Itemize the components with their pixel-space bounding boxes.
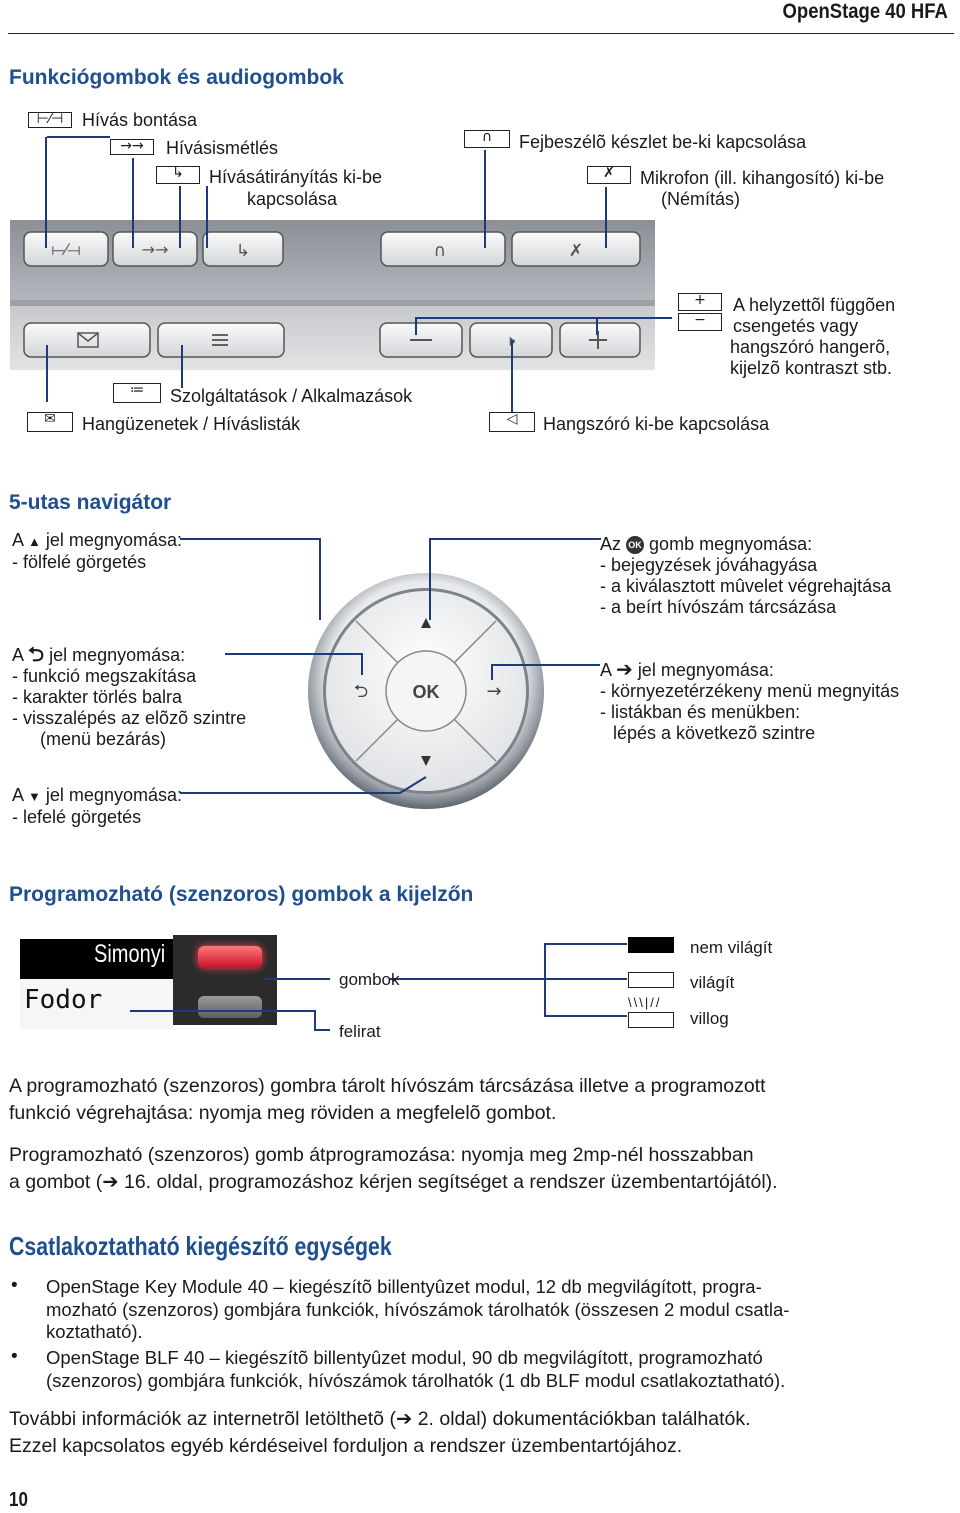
label-plusminus-3: hangszóró hangerõ, — [730, 337, 891, 357]
headset-key[interactable] — [380, 231, 506, 267]
envelope-icon: ✉ — [27, 411, 73, 432]
footer-line-2: Ezzel kapcsolatos egyéb kérdéseivel ford… — [9, 1435, 683, 1457]
nav-back-arrow: ⮌ — [354, 681, 368, 702]
section-heading-softkeys: Programozható (szenzoros) gombok a kijel… — [9, 883, 474, 906]
forward-icon: ↳ — [156, 165, 200, 184]
state-on-label: világít — [690, 973, 735, 992]
label-plusminus-4: kijelzõ kontraszt stb. — [730, 358, 893, 378]
state-off-label: nem világít — [690, 938, 773, 957]
label-forward-1: Hívásátirányítás ki-be — [209, 167, 383, 187]
forward-icon: ↳ — [236, 241, 250, 261]
mute-icon: ✗ — [587, 165, 631, 184]
nav-ok-text: Az OK gomb megnyomása: - bejegyzések jóv… — [600, 534, 892, 617]
label-redial: Hívásismétlés — [166, 138, 279, 158]
nav-back-text: A ⮌ jel megnyomása: - funkció megszakítá… — [12, 644, 247, 750]
section-heading-accessories: Csatlakoztatható kiegészítő egységek — [9, 1231, 392, 1261]
services-icon: ≔ — [113, 382, 161, 403]
led-off-icon — [628, 937, 674, 953]
display-name-1: Simonyi — [94, 940, 166, 968]
right-arrow-icon: ➔ — [616, 659, 633, 681]
ok-icon: OK — [626, 536, 645, 555]
label-mute-2: (Némítás) — [661, 189, 741, 209]
navigator-graphic: OK ⮌ → — [180, 538, 601, 809]
label-forward-2: kapcsolása — [247, 189, 338, 209]
page-header-title: OpenStage 40 HFA — [782, 0, 948, 23]
led-blink-rays-icon: \\\|// — [628, 995, 662, 1010]
redial-icon: →→ — [142, 240, 169, 259]
softkey-unlit[interactable] — [198, 996, 262, 1018]
redial-icon: →→ — [110, 138, 154, 155]
ok-key-label: OK — [413, 682, 440, 702]
nav-right-text: A ➔ jel megnyomása: - környezetérzékeny … — [600, 659, 900, 744]
nav-right-arrow: → — [486, 681, 501, 702]
softkey-para2-line1: Programozható (szenzoros) gomb átprogram… — [9, 1144, 754, 1166]
label-gombok: gombok — [339, 970, 400, 989]
display-top-row — [20, 939, 173, 979]
plus-icon: + — [678, 292, 722, 311]
call-end-icon: ⟝⁄⟞ — [51, 240, 80, 259]
state-blink-label: villog — [690, 1009, 729, 1028]
bullet-1-text: OpenStage Key Module 40 – kiegészítõ bil… — [46, 1276, 790, 1342]
services-list-icon — [212, 334, 228, 346]
mute-icon: ✗ — [569, 241, 583, 261]
mute-key[interactable] — [511, 231, 641, 267]
page-number: 10 — [9, 1489, 28, 1511]
softkey-leaders — [130, 943, 627, 1031]
display-bottom-row — [20, 979, 173, 1029]
softkey-para1-line1: A programozható (szenzoros) gombra tárol… — [9, 1075, 766, 1097]
speaker-icon: ◁ — [489, 411, 535, 432]
led-blink-icon — [628, 1012, 674, 1028]
section-heading-navigator: 5-utas navigátor — [9, 491, 172, 514]
label-plusminus-1: A helyzettõl függõen — [733, 295, 896, 315]
display-name-2: Fodor — [24, 985, 103, 1015]
label-call-end: Hívás bontása — [82, 110, 198, 130]
call-end-icon: ⊢⁄⊣ — [28, 111, 72, 128]
bullet-1-dot: • — [11, 1275, 18, 1296]
envelope-icon — [77, 332, 99, 348]
forward-key[interactable] — [202, 231, 284, 267]
nav-up-arrow — [421, 618, 431, 628]
header-rule — [8, 33, 954, 34]
keypanel-graphic: ⟝⁄⟞ →→ ↳ ∩ ✗ 🕨 — [10, 136, 672, 412]
label-services: Szolgáltatások / Alkalmazások — [170, 386, 413, 406]
bullet-2-dot: • — [11, 1346, 18, 1367]
softkey-lit[interactable] — [198, 946, 262, 968]
minus-icon: − — [678, 312, 722, 331]
headset-icon: ∩ — [464, 129, 510, 148]
label-messages: Hangüzenetek / Híváslisták — [82, 414, 301, 434]
footer-line-1: További információk az internetrõl letöl… — [9, 1408, 751, 1430]
section-heading-keys: Funkciógombok és audiogombok — [9, 66, 344, 89]
speaker-icon: 🕨 — [505, 331, 515, 350]
nav-down-text: A ▼ jel megnyomása: - lefelé görgetés — [12, 785, 182, 827]
headset-icon: ∩ — [434, 241, 446, 261]
led-on-icon — [628, 972, 674, 988]
bullet-2-text: OpenStage BLF 40 – kiegészítõ billentyûz… — [46, 1347, 786, 1391]
softkey-para1-line2: funkció végrehajtása: nyomja meg röviden… — [9, 1102, 557, 1124]
label-headset: Fejbeszélõ készlet be-ki kapcsolása — [519, 132, 807, 152]
label-speaker: Hangszóró ki-be kapcsolása — [543, 414, 770, 434]
label-plusminus-2: csengetés vagy — [733, 316, 859, 336]
nav-down-arrow — [421, 756, 431, 766]
back-icon: ⮌ — [28, 644, 45, 666]
ok-key — [385, 650, 467, 732]
softkey-para2-line2: a gombot (➔ 16. oldal, programozáshoz ké… — [9, 1171, 778, 1193]
label-felirat: felirat — [339, 1022, 381, 1041]
label-mute-1: Mikrofon (ill. kihangosító) ki-be — [640, 168, 885, 188]
nav-up-text: A ▲ jel megnyomása: - fölfelé görgetés — [12, 530, 182, 572]
